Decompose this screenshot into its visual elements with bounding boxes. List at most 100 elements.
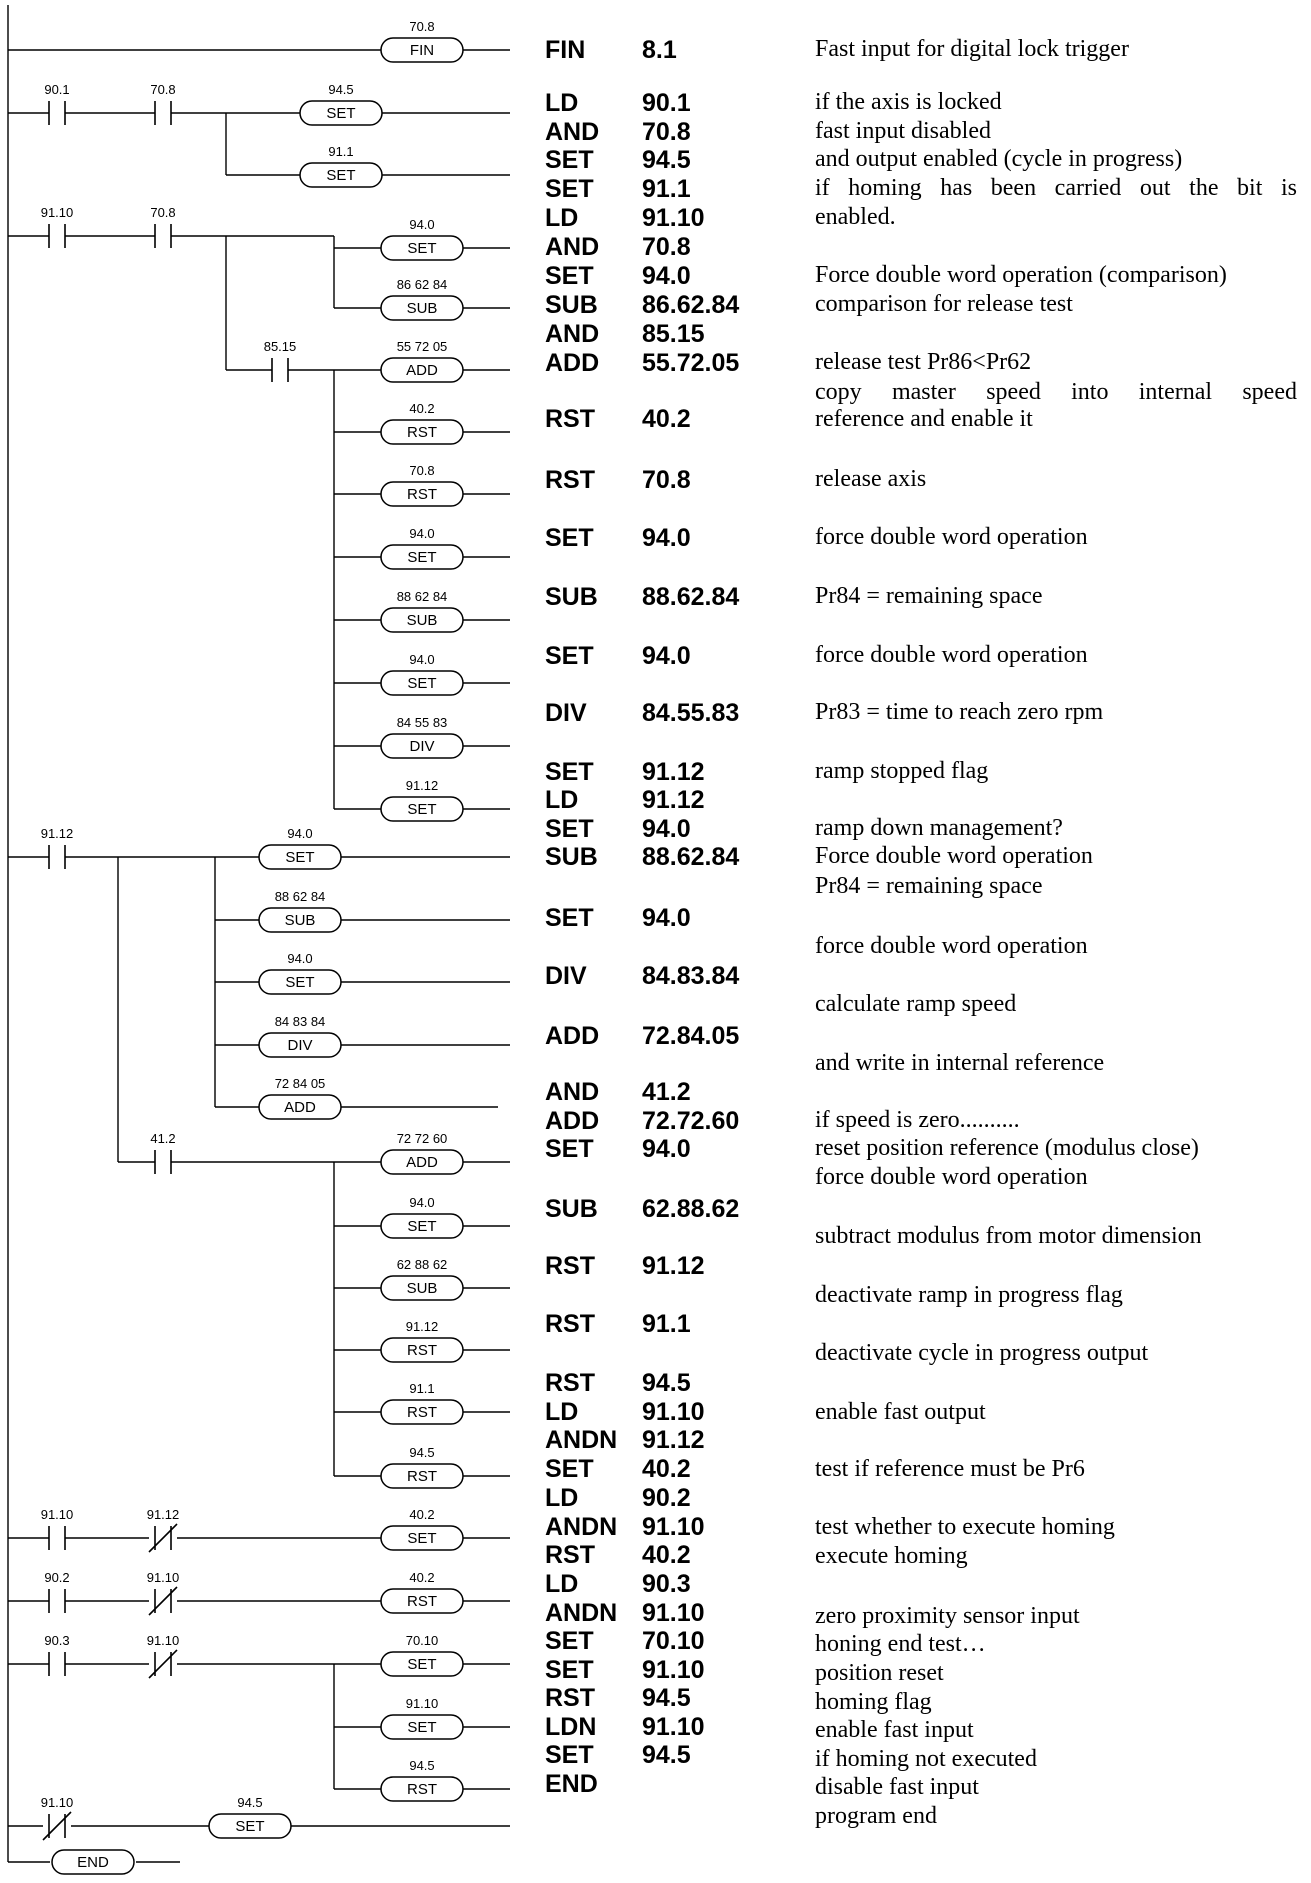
instruction-arg: 91.12 [642, 758, 705, 786]
contact-91-10: 91.10 [41, 1507, 74, 1550]
coil-op: SET [326, 105, 355, 122]
coil-label: 55 72 05 [397, 339, 448, 354]
coil-op: RST [407, 1404, 437, 1421]
coil-op: SUB [407, 1280, 438, 1297]
comment-line: reset position reference (modulus close) [815, 1135, 1199, 1161]
coil-label: 94.5 [409, 1445, 434, 1460]
instruction-op: RST [545, 405, 595, 433]
instruction-arg: 94.0 [642, 815, 691, 843]
instruction-op: SET [545, 815, 594, 843]
comment-line: force double word operation [815, 933, 1088, 959]
coil-op: RST [407, 1781, 437, 1798]
comment-line: release axis [815, 466, 927, 492]
contact-91-10-nc: 91.10 [41, 1795, 73, 1841]
instruction-arg: 72.84.05 [642, 1022, 740, 1050]
instruction-op: RST [545, 466, 595, 494]
instruction-op: RST [545, 1541, 595, 1569]
coil-op: SUB [285, 912, 316, 929]
comment-line: Fast input for digital lock trigger [815, 36, 1129, 62]
coil-label: 84 55 83 [397, 715, 448, 730]
contact-41-2: 41.2 [150, 1131, 176, 1174]
instruction-arg: 62.88.62 [642, 1195, 740, 1223]
contact-label: 91.10 [41, 1507, 74, 1522]
coil-op: RST [407, 424, 437, 441]
comment-line: enabled. [815, 204, 896, 230]
comment-line: zero proximity sensor input [815, 1603, 1080, 1629]
instruction-op: SET [545, 758, 594, 786]
instruction-op: LD [545, 89, 579, 117]
instruction-arg: 70.10 [642, 1627, 705, 1655]
instruction-arg: 88.62.84 [642, 843, 740, 871]
coil-op: RST [407, 1593, 437, 1610]
instruction-arg: 94.0 [642, 1135, 691, 1163]
comment-line: test if reference must be Pr6 [815, 1456, 1085, 1482]
instruction-op: FIN [545, 36, 586, 64]
comment-line: ramp down management? [815, 815, 1063, 841]
instruction-op: RST [545, 1310, 595, 1338]
instruction-op: ANDN [545, 1599, 618, 1627]
contact-label: 41.2 [150, 1131, 175, 1146]
comment-line: if the axis is locked [815, 89, 1002, 115]
instruction-op: SET [545, 1656, 594, 1684]
contact-91-12: 91.12 [41, 826, 74, 869]
comment-line: subtract modulus from motor dimension [815, 1223, 1202, 1249]
coil-op: SET [407, 801, 436, 818]
comment-line: if speed is zero.......... [815, 1107, 1020, 1133]
coil-label: 94.0 [287, 826, 312, 841]
contact-label: 91.10 [41, 205, 74, 220]
comment-line: deactivate cycle in progress output [815, 1340, 1149, 1366]
coil-label: 94.5 [328, 82, 353, 97]
contact-label: 85.15 [264, 339, 297, 354]
coil-label: 91.12 [406, 778, 439, 793]
comment-line: execute homing [815, 1543, 968, 1569]
coil-op: END [77, 1854, 109, 1871]
comment-line: fast input disabled [815, 118, 991, 144]
instruction-op: LD [545, 786, 579, 814]
coil-op: SET [407, 675, 436, 692]
comment-line: force double word operation [815, 642, 1088, 668]
instruction-op: AND [545, 320, 600, 348]
comment-line: release test Pr86<Pr62 [815, 349, 1032, 375]
instruction-arg: 94.5 [642, 1369, 691, 1397]
instruction-op: AND [545, 1078, 600, 1106]
instruction-arg: 94.5 [642, 146, 691, 174]
coil-op: FIN [410, 42, 434, 59]
instruction-op: ADD [545, 1107, 600, 1135]
contact-label: 91.10 [147, 1633, 180, 1648]
instruction-op: SUB [545, 1195, 598, 1223]
contact-90-2: 90.2 [44, 1570, 70, 1613]
instruction-op: SET [545, 642, 594, 670]
comment-line: Force double word operation (comparison) [815, 262, 1227, 288]
instruction-op: AND [545, 118, 600, 146]
contact-label: 91.12 [41, 826, 74, 841]
instruction-arg: 40.2 [642, 1541, 691, 1569]
coil-label: 94.0 [409, 526, 434, 541]
coil-label: 62 88 62 [397, 1257, 448, 1272]
instruction-arg: 41.2 [642, 1078, 691, 1106]
coil-end: END [51, 1849, 135, 1875]
instruction-op: LD [545, 1484, 579, 1512]
comment-line: if homing not executed [815, 1746, 1037, 1772]
instruction-arg: 55.72.05 [642, 349, 740, 377]
instruction-op: SET [545, 1135, 594, 1163]
instruction-op: DIV [545, 962, 587, 990]
instruction-op: END [545, 1770, 598, 1798]
instruction-op: ADD [545, 349, 600, 377]
coil-label: 70.8 [409, 463, 434, 478]
comment-line: enable fast output [815, 1399, 986, 1425]
instruction-op: AND [545, 233, 600, 261]
instruction-op: LD [545, 1398, 579, 1426]
instruction-op: RST [545, 1369, 595, 1397]
comment-line: and write in internal reference [815, 1050, 1105, 1076]
coil-label: 72 72 60 [397, 1131, 448, 1146]
comment-line: position reset [815, 1660, 944, 1686]
